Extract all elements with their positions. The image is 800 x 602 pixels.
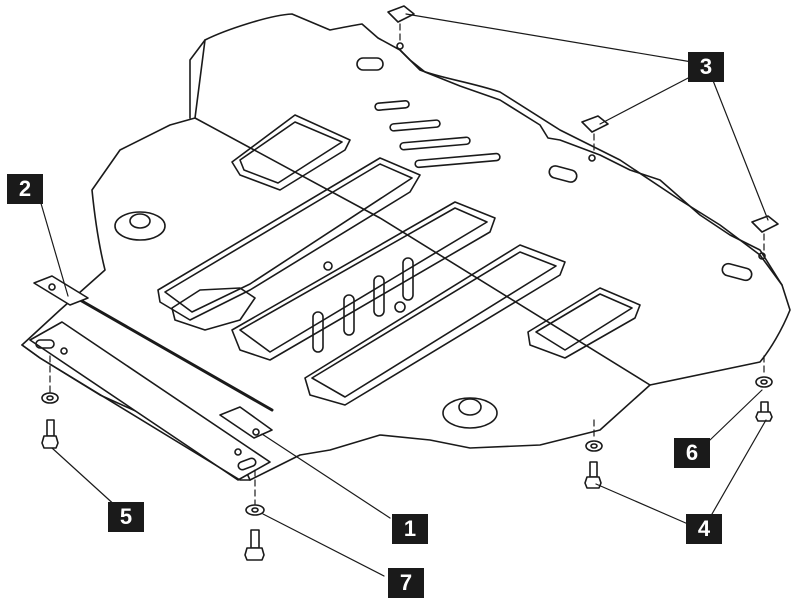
callout-1: 1	[392, 514, 428, 544]
bracket-bar-edge	[21, 344, 251, 481]
bracket-hole-right	[234, 448, 242, 456]
drain-hole-2	[394, 301, 406, 313]
clip-holes	[396, 42, 766, 260]
ribs	[312, 257, 414, 353]
bracket-hole-left	[60, 347, 68, 355]
fastener-axes	[49, 23, 765, 505]
vent-slots	[374, 100, 501, 169]
callout-6: 6	[674, 438, 710, 468]
callout-4: 4	[686, 514, 722, 544]
bracket-slot-left	[35, 339, 55, 349]
drain-hole	[323, 261, 333, 271]
upper-ridge-line	[194, 117, 651, 386]
callout-2: 2	[7, 174, 43, 204]
front-fold-line	[189, 39, 206, 119]
cutouts	[157, 114, 641, 406]
bolts	[41, 401, 773, 561]
leader-lines	[39, 13, 769, 577]
callout-3: 3	[688, 52, 724, 82]
rod-part	[78, 298, 274, 412]
rod-end-plate	[33, 275, 89, 306]
bracket-bar	[29, 321, 271, 481]
part-1-hole	[252, 428, 260, 436]
bracket-slot-right	[237, 457, 257, 471]
rod-end-hole	[48, 283, 56, 291]
right-flange-edge	[399, 49, 783, 286]
bosses	[114, 211, 498, 429]
callout-7: 7	[388, 568, 424, 598]
callout-5: 5	[108, 502, 144, 532]
skid-plate-outline	[21, 13, 791, 481]
clip-nuts	[387, 5, 779, 233]
mounting-slots	[356, 57, 753, 282]
washers	[41, 376, 773, 516]
